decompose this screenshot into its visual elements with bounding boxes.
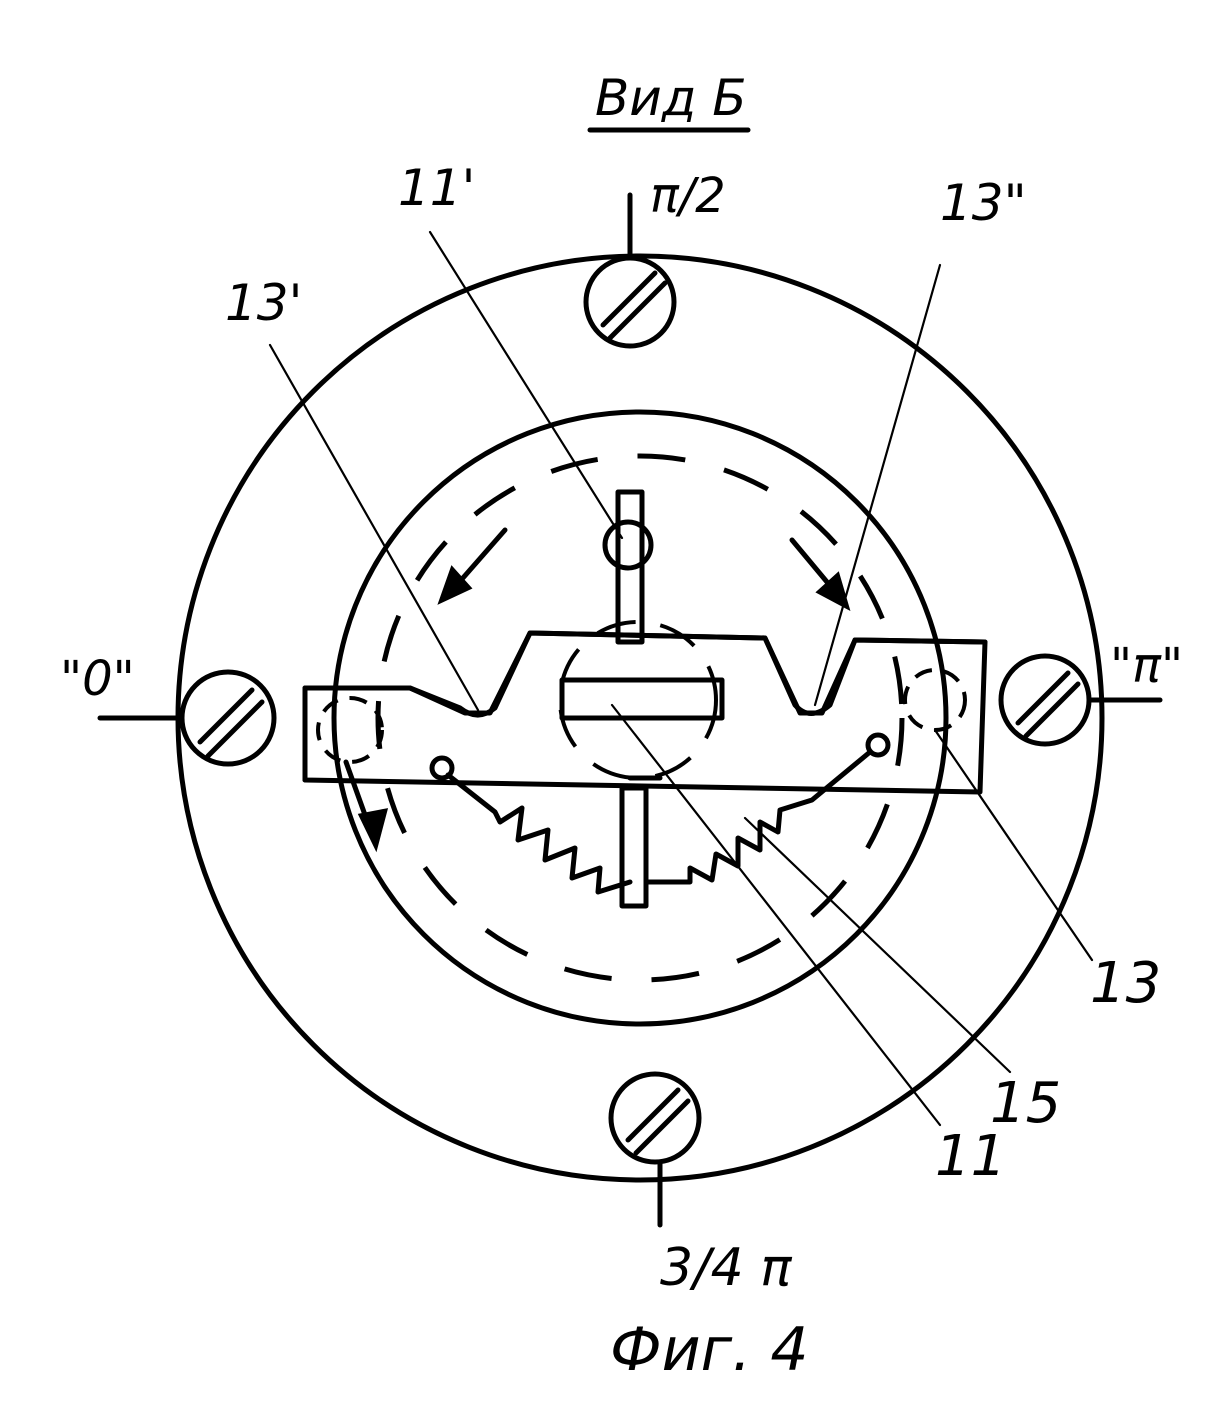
leader-13 bbox=[933, 728, 1094, 962]
label-three-quarter-pi: 3/4 π bbox=[660, 1238, 792, 1298]
spring-pin-left bbox=[429, 755, 455, 781]
figure-caption: Фиг. 4 bbox=[610, 1315, 809, 1385]
rotation-arrow-left-down bbox=[343, 759, 389, 853]
leader-13-double-prime bbox=[813, 263, 942, 707]
spring-pin-right bbox=[865, 732, 891, 758]
label-11: 11 bbox=[935, 1124, 1006, 1189]
bolt-left bbox=[97, 669, 277, 767]
inner-bore-circle bbox=[331, 409, 949, 1027]
shaft-lower bbox=[619, 775, 663, 909]
leader-11-prime bbox=[428, 230, 624, 540]
shaft-upper bbox=[602, 489, 654, 645]
bar-dashed-circle-right bbox=[903, 668, 967, 732]
label-13-double-prime: 13" bbox=[940, 174, 1027, 232]
notched-bar bbox=[302, 630, 988, 795]
view-title: Вид Б bbox=[595, 69, 747, 127]
leader-15 bbox=[743, 816, 1012, 1074]
bolt-right bbox=[998, 653, 1163, 747]
spring-right bbox=[645, 749, 873, 885]
label-pi: "π" bbox=[1110, 638, 1183, 694]
label-pi-half: π/2 bbox=[650, 168, 726, 224]
rotation-arrow-top-left bbox=[437, 527, 508, 605]
hub-dashed-circle bbox=[558, 620, 718, 780]
bolt-bottom bbox=[608, 1071, 702, 1228]
center-slider-11 bbox=[559, 677, 725, 721]
label-11-prime: 11' bbox=[398, 159, 475, 217]
label-zero: "0" bbox=[60, 651, 135, 707]
label-13-prime: 13' bbox=[225, 274, 302, 332]
label-13: 13 bbox=[1090, 951, 1161, 1016]
notched-bar-top-edge bbox=[302, 630, 988, 783]
leader-13-prime bbox=[268, 343, 480, 712]
bolt-top bbox=[583, 192, 677, 349]
bar-dashed-circle-left bbox=[316, 696, 384, 764]
rotation-arrow-top-right bbox=[789, 537, 851, 612]
label-15: 15 bbox=[990, 1071, 1061, 1136]
spring-left bbox=[445, 772, 633, 895]
leader-11 bbox=[610, 703, 942, 1127]
